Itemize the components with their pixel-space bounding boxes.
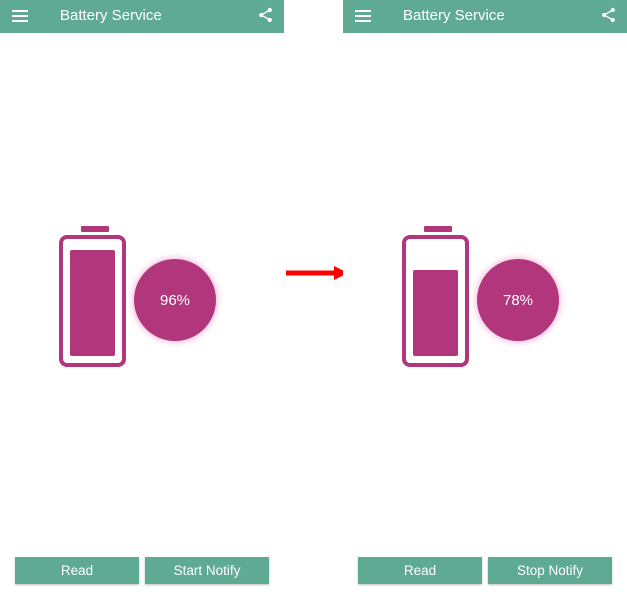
battery-percent-badge: 96% [134, 259, 216, 341]
screen-after: Battery Service 78% Read Stop Notify [343, 0, 627, 600]
battery-percent-badge: 78% [477, 259, 559, 341]
start-notify-button[interactable]: Start Notify [145, 557, 269, 584]
battery-icon [56, 226, 132, 376]
battery-icon [399, 226, 475, 376]
battery-level-fill [70, 250, 115, 356]
app-title: Battery Service [403, 7, 505, 24]
battery-body [59, 235, 126, 367]
share-icon[interactable] [600, 6, 617, 24]
stop-notify-button[interactable]: Stop Notify [488, 557, 612, 584]
right-arrow-icon [286, 266, 348, 280]
share-icon[interactable] [257, 6, 274, 24]
app-title: Battery Service [60, 7, 162, 24]
battery-cap [424, 226, 452, 232]
app-bar: Battery Service [343, 0, 627, 33]
hamburger-menu-icon[interactable] [355, 9, 371, 22]
read-button[interactable]: Read [15, 557, 139, 584]
hamburger-menu-icon[interactable] [12, 9, 28, 22]
battery-body [402, 235, 469, 367]
app-bar: Battery Service [0, 0, 284, 33]
battery-level-fill [413, 270, 458, 356]
screen-before: Battery Service 96% Read Start Notify [0, 0, 284, 600]
read-button[interactable]: Read [358, 557, 482, 584]
battery-cap [81, 226, 109, 232]
